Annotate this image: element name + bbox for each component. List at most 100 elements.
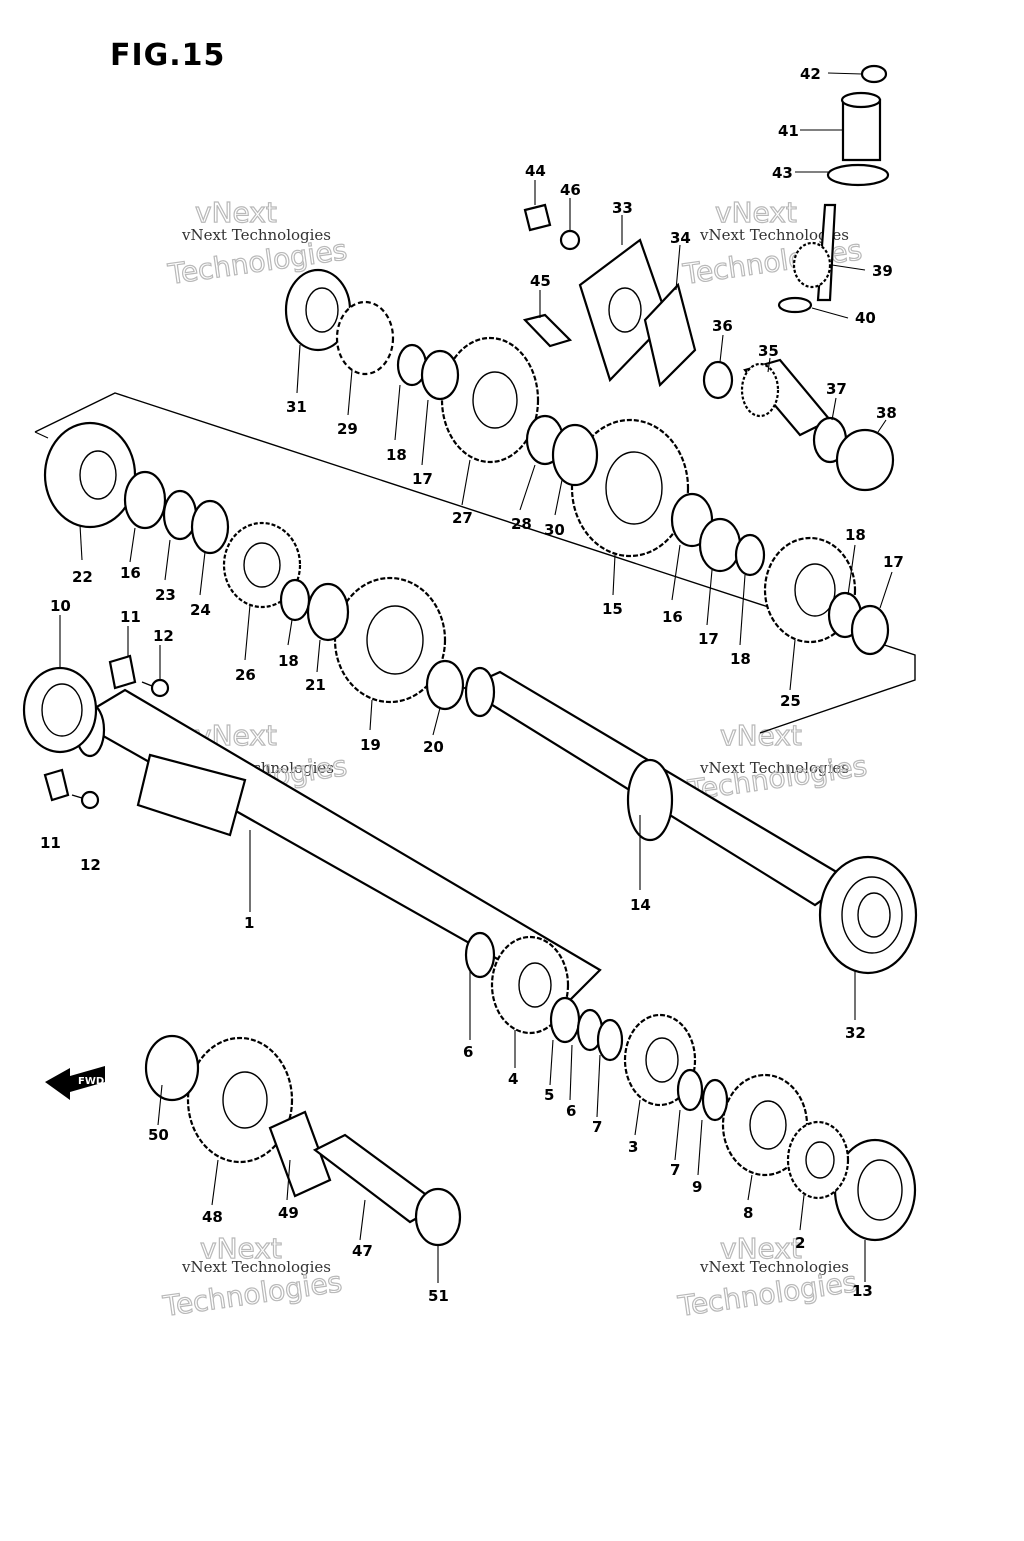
gear-27 [440,336,540,464]
svg-text:vNext: vNext [200,1232,282,1265]
callout-21: 21 [305,676,326,694]
ring-36 [702,360,734,400]
washer-40 [777,296,813,314]
callout-9: 9 [692,1178,702,1196]
callout-13: 13 [852,1282,873,1300]
watermark-middle-right: vNext vNext Technologies Technologies [685,718,870,807]
callout-17b: 17 [698,630,719,648]
callout-6b: 6 [566,1102,576,1120]
gear-35 [740,358,832,437]
callout-18b: 18 [278,652,299,670]
bolt-44 [523,203,552,232]
callout-1: 1 [244,914,254,932]
screw-12-bottom [71,790,100,810]
callout-37: 37 [826,380,847,398]
washer-51 [414,1187,462,1247]
figure-title: FIG.15 [110,38,226,73]
callout-24: 24 [190,601,211,619]
spacer-49 [268,1110,332,1198]
callout-16a: 16 [120,564,141,582]
callout-39: 39 [872,262,893,280]
callout-47: 47 [352,1242,373,1260]
svg-text:vNext: vNext [720,719,802,752]
callout-17a: 17 [412,470,433,488]
svg-text:vNext Technologies: vNext Technologies [181,1258,331,1276]
callout-33: 33 [612,199,633,217]
bushing-41 [840,91,882,162]
callout-50: 50 [148,1126,169,1144]
watermark-bottom-left: vNext vNext Technologies Technologies [160,1231,345,1323]
oring-43 [826,163,890,187]
bearing-32 [818,855,918,975]
stopper-11-bottom [43,768,70,802]
callout-2: 2 [795,1234,805,1252]
gear-15 [570,418,690,558]
seal-42 [860,64,888,84]
callout-18d: 18 [845,526,866,544]
svg-text:vNext Technologies: vNext Technologies [699,759,849,777]
callout-23: 23 [155,586,176,604]
forward-arrow-icon: FWD [45,1066,105,1100]
callout-49: 49 [278,1204,299,1222]
callout-43: 43 [772,164,793,182]
callout-11a: 11 [120,608,141,626]
callout-35: 35 [758,342,779,360]
watermark-bottom-right: vNext vNext Technologies Technologies [675,1231,860,1323]
callout-27: 27 [452,509,473,527]
callout-4: 4 [508,1070,518,1088]
counter-shaft [462,666,853,907]
callout-40: 40 [855,309,876,327]
callout-51: 51 [428,1287,449,1305]
washer-46 [559,229,581,251]
callout-41: 41 [778,122,799,140]
callout-19: 19 [360,736,381,754]
callout-38: 38 [876,404,897,422]
bearing-31 [284,268,352,352]
callout-18a: 18 [386,446,407,464]
callout-6a: 6 [463,1043,473,1061]
callout-7b: 7 [670,1161,680,1179]
bearing-10 [22,666,98,754]
stopper-11-top [108,654,137,690]
washers-main-shaft [464,931,729,1122]
bushing-50 [144,1034,200,1102]
callout-16b: 16 [662,608,683,626]
callout-29-30: 30 [544,521,565,539]
svg-text:vNext: vNext [715,196,797,229]
gasket-34 [643,282,697,388]
callout-3: 3 [628,1138,638,1156]
callout-12b: 12 [80,856,101,874]
callout-36: 36 [712,317,733,335]
callout-7a: 7 [592,1118,602,1136]
callout-5: 5 [544,1086,554,1104]
callout-29: 29 [337,420,358,438]
callout-25: 25 [780,692,801,710]
svg-text:vNext Technologies: vNext Technologies [699,1258,849,1276]
callout-18c: 18 [730,650,751,668]
callout-14: 14 [630,896,651,914]
callout-8: 8 [743,1204,753,1222]
callout-42: 42 [800,65,821,83]
leader-lines [59,72,893,1283]
callout-22: 22 [72,568,93,586]
gear-22 [43,421,137,529]
countershaft-group-outline [34,392,916,734]
svg-text:vNext: vNext [720,1232,802,1265]
callout-45: 45 [530,272,551,290]
callout-26: 26 [235,666,256,684]
callout-11b: 11 [40,834,61,852]
svg-text:vNext: vNext [195,196,277,229]
washers-counter-group [123,300,890,711]
cap-38 [835,428,895,492]
gear-4 [490,935,570,1035]
callout-32: 32 [845,1024,866,1042]
callout-17c: 17 [883,553,904,571]
gear-19 [333,576,447,704]
gear-26 [222,521,302,609]
callout-15: 15 [602,600,623,618]
gear-2 [786,1120,850,1200]
callout-31: 31 [286,398,307,416]
callout-48: 48 [202,1208,223,1226]
